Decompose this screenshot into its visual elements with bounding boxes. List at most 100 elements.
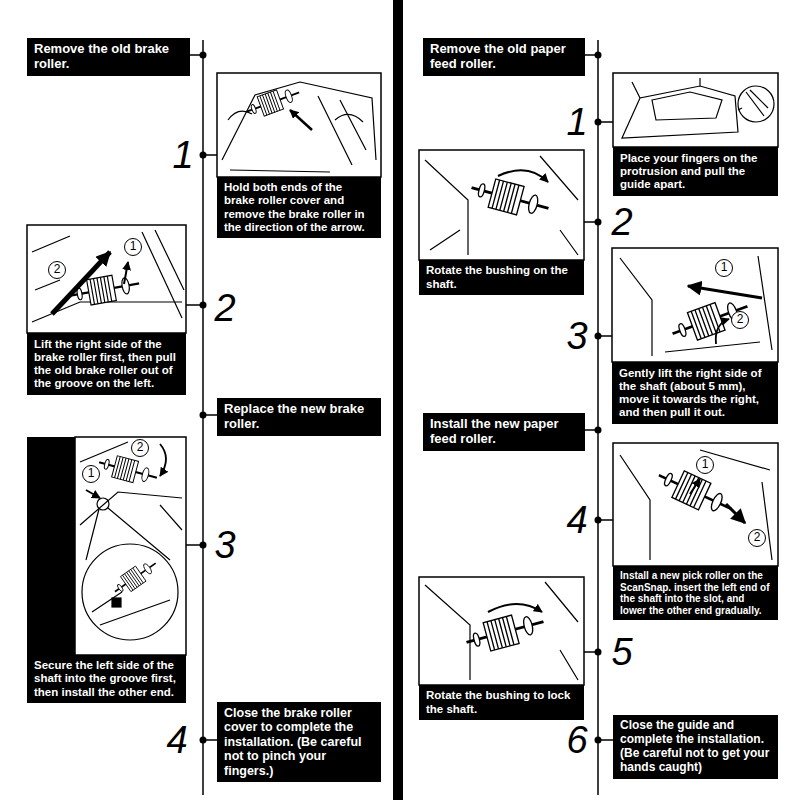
illustration	[425, 582, 578, 680]
illustration	[110, 556, 161, 600]
header-box: Install the new paper feed roller.	[423, 413, 585, 451]
illustration	[419, 577, 584, 685]
illustration	[68, 271, 141, 308]
illustration	[27, 225, 186, 333]
header-box: Remove the old brake roller.	[27, 38, 190, 76]
timeline-dot	[595, 219, 602, 226]
illustration	[86, 490, 100, 498]
illustration	[217, 73, 381, 177]
timeline-dot	[200, 302, 207, 309]
callout-number: 2	[48, 261, 66, 279]
box-text: Lift the right side of the brake roller …	[34, 338, 179, 391]
timeline-dot	[595, 427, 602, 434]
illustration	[124, 262, 128, 284]
illustration	[667, 293, 752, 348]
timeline-dot	[595, 333, 602, 340]
illustration	[290, 110, 312, 130]
box-text: Remove the old paper feed roller.	[430, 42, 578, 72]
timeline-dot	[200, 52, 207, 59]
box-text: Close the brake roller cover to complete…	[224, 706, 374, 778]
timeline-dot	[200, 737, 207, 744]
timeline-dot	[200, 152, 207, 159]
step-number: 1	[172, 136, 193, 174]
step-number: 1	[566, 103, 587, 141]
box-text: Replace the new brake roller.	[224, 402, 374, 432]
step-number: 4	[166, 721, 187, 759]
callout-number: 2	[731, 311, 749, 329]
timeline-dot	[200, 542, 207, 549]
caption-box: Gently lift the right side of the shaft …	[612, 362, 778, 424]
illustration	[80, 442, 182, 530]
illustration	[488, 604, 542, 612]
illustration	[82, 544, 178, 640]
timeline-dot	[595, 52, 602, 59]
illustration	[27, 437, 186, 655]
illustration	[613, 443, 778, 566]
illustration	[468, 173, 553, 222]
illustration	[419, 150, 584, 260]
box-text: Gently lift the right side of the shaft …	[619, 367, 771, 420]
illustration	[222, 82, 376, 172]
callout-number: 1	[715, 259, 733, 277]
caption-box: Install a new pick roller on the ScanSna…	[613, 566, 778, 620]
illustration	[612, 248, 778, 362]
box-text: Hold both ends of the brake roller cover…	[224, 181, 374, 234]
timeline	[597, 40, 599, 795]
illustration	[419, 577, 584, 685]
timeline-dot	[595, 119, 602, 126]
step-number: 2	[214, 289, 235, 327]
illustration	[726, 504, 745, 523]
illustration	[613, 443, 778, 566]
caption-box: Lift the right side of the brake roller …	[27, 333, 186, 395]
box-text: Install a new pick roller on the ScanSna…	[620, 570, 771, 616]
callout-number: 2	[748, 529, 766, 547]
illustration	[716, 319, 729, 344]
callout-number: 1	[82, 465, 100, 483]
illustration	[97, 498, 109, 510]
illustration	[620, 256, 772, 356]
illustration	[613, 73, 778, 147]
step-number: 4	[566, 501, 587, 539]
timeline	[186, 55, 613, 740]
divider-bar	[393, 0, 403, 800]
illustration	[27, 437, 75, 655]
timeline-dot	[595, 649, 602, 656]
caption-box: Place your fingers on the protrusion and…	[613, 147, 778, 196]
box-text: Place your fingers on the protrusion and…	[620, 152, 771, 192]
illustration	[27, 225, 186, 333]
caption-box: Secure the left side of the shaft into t…	[27, 655, 186, 703]
callout-number: 1	[696, 456, 714, 474]
illustration	[32, 230, 184, 322]
box-text: Secure the left side of the shaft into t…	[34, 659, 179, 699]
illustration	[653, 462, 738, 522]
caption-box: Hold both ends of the brake roller cover…	[217, 177, 381, 238]
illustration	[243, 83, 303, 121]
timeline-dot	[200, 52, 602, 744]
caption-box: Rotate the bushing to lock the shaft.	[419, 685, 584, 720]
box-text: Remove the old brake roller.	[34, 42, 183, 72]
illustration	[419, 150, 584, 260]
box-text: Rotate the bushing to lock the shaft.	[426, 689, 577, 715]
note-box: Close the brake roller cover to complete…	[217, 702, 381, 782]
illustration	[425, 156, 578, 255]
callout-number: 1	[124, 238, 142, 256]
illustration	[498, 170, 548, 182]
step-number: 3	[566, 317, 587, 355]
illustration	[96, 452, 160, 489]
step-number: 6	[566, 721, 587, 759]
illustration	[738, 86, 774, 122]
illustration	[738, 90, 768, 116]
header-box: Remove the old paper feed roller.	[423, 38, 585, 76]
illustration	[217, 73, 381, 177]
timeline-dot	[595, 737, 602, 744]
illustration	[690, 479, 700, 494]
illustration	[160, 444, 166, 476]
illustration	[612, 248, 778, 362]
callout-number: 2	[131, 439, 149, 457]
illustration	[688, 286, 762, 298]
caption-box: Rotate the bushing on the shaft.	[419, 260, 584, 295]
box-text: Rotate the bushing on the shaft.	[426, 264, 577, 290]
timeline-dot	[595, 517, 602, 524]
